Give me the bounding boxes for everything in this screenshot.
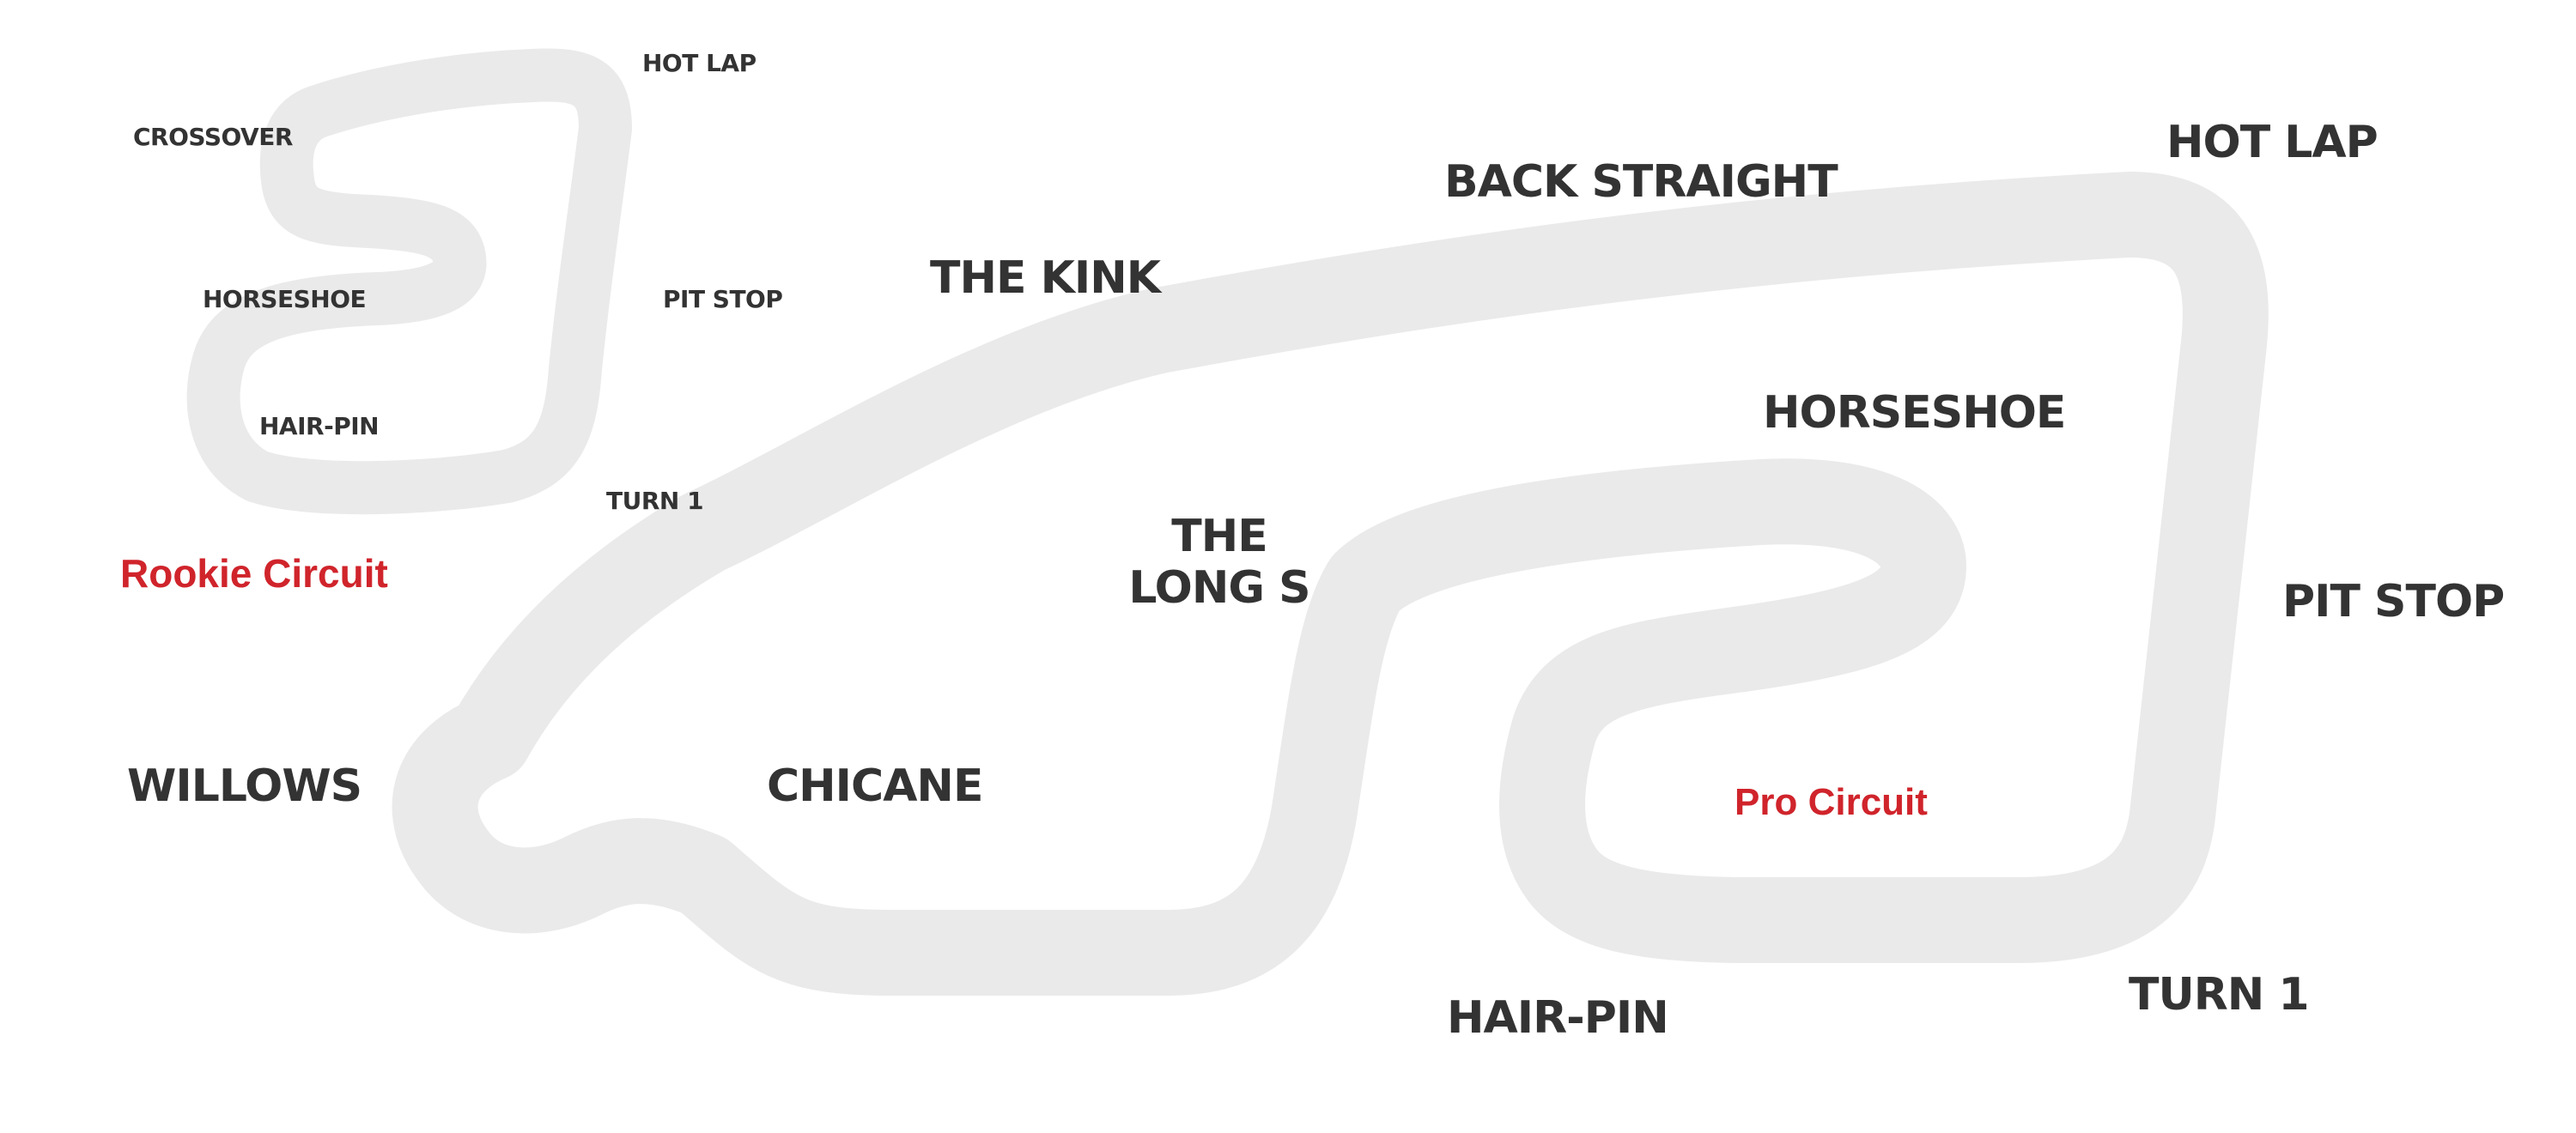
rookie-circuit-track (186, 48, 632, 515)
rookie-pit-stop-label: PIT STOP (663, 285, 783, 313)
pro-hair-pin-label: HAIR-PIN (1447, 992, 1669, 1044)
pro-turn-1-label: TURN 1 (2129, 969, 2310, 1021)
pro-circuit-title: Pro Circuit (1735, 781, 1928, 823)
pro-the-long-s-line1: THE (1171, 511, 1268, 562)
pro-willows-label: WILLOWS (127, 760, 362, 812)
pro-the-kink-label: THE KINK (930, 252, 1161, 304)
pro-back-straight-label: BACK STRAIGHT (1444, 156, 1838, 208)
pro-the-long-s-line2: LONG S (1128, 561, 1310, 614)
rookie-crossover-label: CROSSOVER (133, 123, 293, 151)
pro-horseshoe-label: HORSESHOE (1763, 387, 2066, 439)
rookie-circuit-title: Rookie Circuit (120, 551, 388, 596)
pro-circuit-track (392, 172, 2269, 996)
pro-hot-lap-label: HOT LAP (2166, 117, 2379, 168)
rookie-hair-pin-label: HAIR-PIN (259, 412, 380, 440)
pro-pit-stop-label: PIT STOP (2282, 576, 2505, 627)
rookie-turn-1-label: TURN 1 (606, 487, 704, 515)
pro-chicane-label: CHICANE (767, 760, 983, 812)
rookie-hot-lap-label: HOT LAP (642, 49, 756, 77)
rookie-horseshoe-label: HORSESHOE (203, 285, 367, 313)
pro-the-long-s-label: THE LONG S (1116, 511, 1322, 615)
